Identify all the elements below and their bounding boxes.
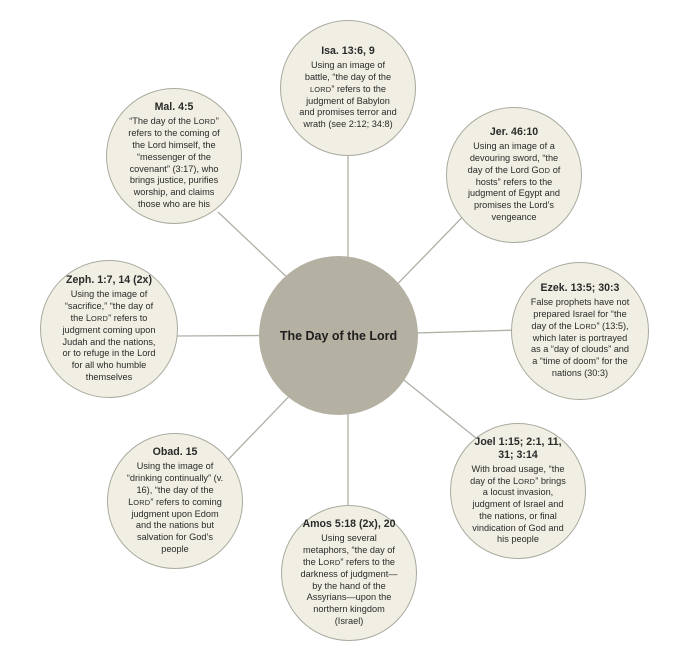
node-ref: Ezek. 13:5; 30:3 (540, 282, 620, 295)
node-obad: Obad. 15 Using the image of “drinking co… (107, 433, 243, 569)
small-caps-text: ORD (198, 117, 216, 127)
node-isa: Isa. 13:6, 9 Using an image of battle, “… (280, 20, 416, 156)
node-ref: Isa. 13:6, 9 (321, 45, 375, 58)
small-caps-text: ORD (323, 557, 341, 567)
node-description: Using an image of a devouring sword, “th… (467, 141, 561, 222)
node-description: False prophets have not prepared Israel … (530, 297, 630, 378)
node-jer: Jer. 46:10 Using an image of a devouring… (446, 107, 582, 243)
node-ref: Jer. 46:10 (489, 126, 539, 139)
node-ref: Joel 1:15; 2:1, 11, 31; 3:14 (474, 435, 562, 461)
node-description: With broad usage, “the day of the LORD” … (470, 463, 566, 545)
center-hub: The Day of the Lord (259, 256, 418, 415)
small-caps-text: OD (538, 165, 551, 175)
node-description: Using the image of “drinking continually… (126, 461, 224, 554)
node-ref: Amos 5:18 (2x), 20 (302, 518, 396, 531)
node-ref: Obad. 15 (152, 446, 198, 459)
small-caps-text: LORD (310, 84, 332, 94)
small-caps-text: ORD (518, 476, 536, 486)
node-description: “The day of the LORD” refers to the comi… (128, 116, 220, 209)
node-zeph: Zeph. 1:7, 14 (2x) Using the image of “s… (40, 260, 178, 398)
node-mal: Mal. 4:5 “The day of the LORD” refers to… (106, 88, 242, 224)
node-ref: Mal. 4:5 (154, 101, 194, 114)
small-caps-text: ORD (579, 321, 597, 331)
node-description: Using several metaphors, “the day of the… (300, 533, 398, 626)
node-description: Using the image of “sacrifice,” “the day… (62, 289, 156, 382)
node-description: Using an image of battle, “the day of th… (299, 60, 397, 130)
node-ezek: Ezek. 13:5; 30:3 False prophets have not… (511, 262, 649, 400)
small-caps-text: ORD (133, 497, 151, 507)
node-amos: Amos 5:18 (2x), 20 Using several metapho… (281, 505, 417, 641)
small-caps-text: ORD (91, 313, 109, 323)
center-title: The Day of the Lord (279, 328, 398, 343)
node-ref: Zeph. 1:7, 14 (2x) (66, 274, 152, 287)
node-joel: Joel 1:15; 2:1, 11, 31; 3:14 With broad … (450, 423, 586, 559)
